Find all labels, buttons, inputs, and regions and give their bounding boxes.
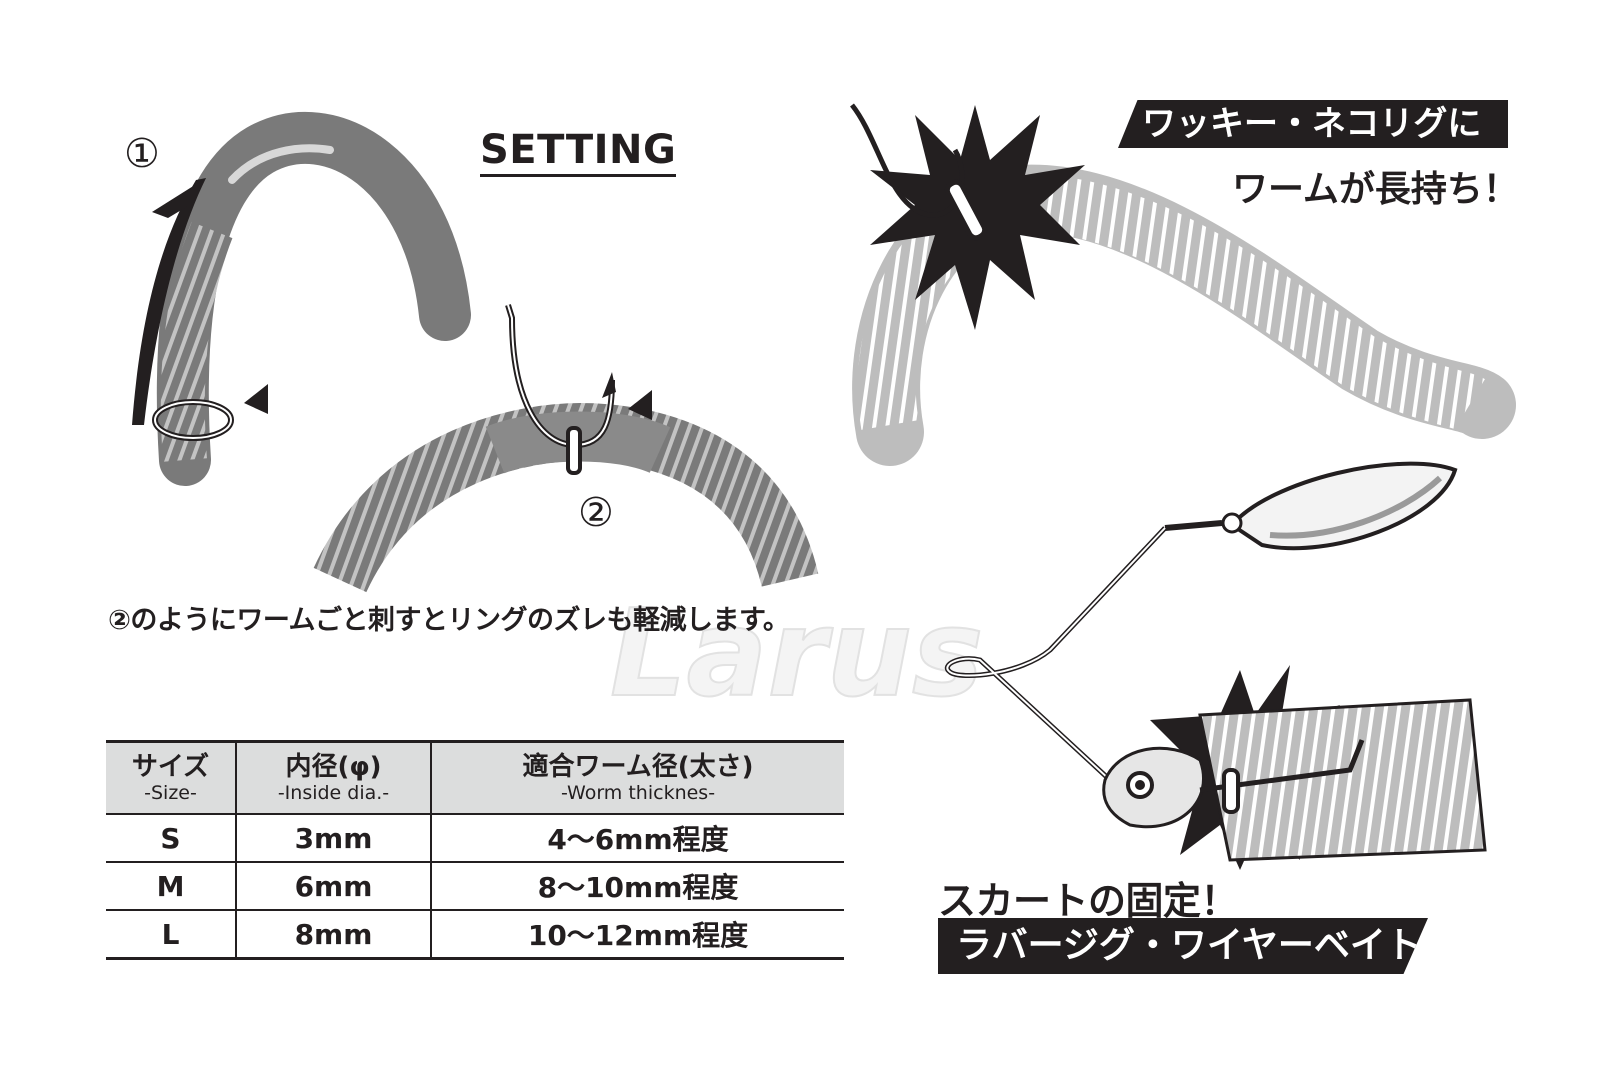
- pointer-triangle-icon: [628, 390, 652, 420]
- wacky-worm-illustration: [850, 103, 1516, 466]
- table-header-size: サイズ -Size-: [131, 752, 210, 804]
- table-cell-size: S: [106, 814, 236, 863]
- wacky-neko-banner: ワッキー・ネコリグに: [1118, 100, 1508, 148]
- setting-heading: SETTING: [480, 128, 677, 177]
- rubber-jig-banner: ラバージグ・ワイヤーベイトに: [938, 918, 1428, 974]
- table-cell-inside-dia: 8mm: [235, 910, 431, 960]
- table-cell-worm-thickness: 8〜10mm程度: [430, 862, 844, 911]
- table-cell-worm-thickness: 4〜6mm程度: [430, 814, 844, 863]
- size-table: サイズ -Size- 内径(φ) -Inside dia.- 適合ワーム径(太さ…: [106, 740, 844, 960]
- watermark-text: Larus: [610, 585, 983, 724]
- table-cell-inside-dia: 3mm: [235, 814, 431, 863]
- table-row: S 3mm 4〜6mm程度: [106, 814, 844, 863]
- larus-watermark: Larus: [609, 584, 984, 725]
- table-cell-size: L: [106, 910, 236, 960]
- worm-durability-subtitle: ワームが長持ち！: [1232, 169, 1519, 210]
- table-header-row: サイズ -Size- 内径(φ) -Inside dia.- 適合ワーム径(太さ…: [106, 741, 844, 814]
- table-cell-size: M: [106, 862, 236, 911]
- table-row: M 6mm 8〜10mm程度: [106, 862, 844, 911]
- table-cell-inside-dia: 6mm: [235, 862, 431, 911]
- table-cell-worm-thickness: 10〜12mm程度: [430, 910, 844, 960]
- worm-step2-illustration: [313, 402, 819, 593]
- skirt-fix-subtitle: スカートの固定！: [938, 879, 1239, 923]
- pointer-triangle-icon: [244, 384, 268, 414]
- setting-note: ②のようにワームごと刺すとリングのズレも軽減します。: [108, 605, 790, 636]
- table-row: L 8mm 10〜12mm程度: [106, 910, 844, 960]
- step-label-2: ②: [578, 490, 614, 536]
- hook-icon: [505, 304, 616, 475]
- step-label-1: ①: [124, 131, 160, 177]
- table-header-inside-dia: 内径(φ) -Inside dia.-: [235, 741, 431, 814]
- arrow-up-icon: [132, 178, 206, 425]
- worm-step1-illustration: [156, 111, 471, 486]
- table-header-worm-thickness: 適合ワーム径(太さ) -Worm thicknes-: [430, 741, 844, 814]
- spinnerbait-icon: [945, 461, 1487, 870]
- o-ring-icon: [152, 399, 234, 441]
